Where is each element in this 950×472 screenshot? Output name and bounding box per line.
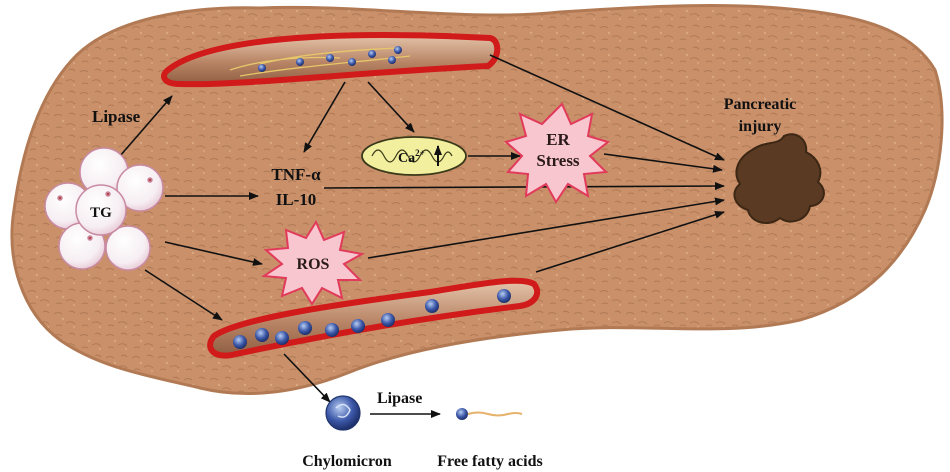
arrow-vessel-to-injury bbox=[489, 54, 725, 161]
arrow-vessel-to-tnf bbox=[303, 81, 346, 153]
lipase-label-bottom: Lipase bbox=[377, 390, 422, 407]
arrow-bottom-vessel-to-chylomicron bbox=[283, 353, 331, 403]
lipase-label-top: Lipase bbox=[92, 107, 141, 126]
arrow-tg-to-top-vessel bbox=[119, 95, 173, 157]
tg-cell-cluster bbox=[44, 147, 164, 271]
arrow-tnf-to-injury bbox=[323, 182, 725, 191]
top-vessel-particles bbox=[258, 46, 402, 72]
tg-label: TG bbox=[90, 205, 112, 221]
top-blood-vessel bbox=[161, 31, 501, 88]
arrows bbox=[119, 54, 725, 418]
tnf-alpha-label: TNF-α bbox=[271, 165, 321, 184]
pancreatic-injury-label-line1: Pancreatic bbox=[724, 96, 797, 113]
bottom-blood-vessel bbox=[207, 277, 541, 359]
bottom-vessel-particles bbox=[233, 289, 511, 349]
arrow-bottom-vessel-to-injury bbox=[535, 210, 725, 273]
free-fatty-acid-molecule bbox=[456, 408, 523, 420]
arrow-tg-to-ros bbox=[164, 241, 263, 266]
arrow-vessel-to-mito bbox=[367, 81, 415, 133]
chylomicron-label: Chylomicron bbox=[302, 453, 392, 470]
pancreas-body bbox=[10, 4, 944, 396]
arrow-er-to-injury bbox=[603, 153, 723, 173]
ros-star bbox=[261, 219, 365, 306]
arrow-tg-to-bottom-vessel bbox=[144, 269, 223, 321]
chylomicron-particle bbox=[325, 395, 361, 431]
ros-label: ROS bbox=[297, 256, 330, 273]
pancreatic-injury-blob bbox=[733, 133, 825, 225]
er-stress-label-line2: Stress bbox=[536, 151, 580, 170]
il-10-label: IL-10 bbox=[276, 190, 317, 209]
pancreatic-injury-label-line2: injury bbox=[739, 118, 782, 135]
er-stress-star bbox=[503, 102, 611, 204]
er-stress-label-line1: ER bbox=[546, 130, 570, 149]
calcium-label: Ca2+ bbox=[398, 148, 425, 166]
free-fatty-acids-label: Free fatty acids bbox=[437, 453, 542, 470]
arrow-ros-to-injury bbox=[367, 197, 725, 259]
